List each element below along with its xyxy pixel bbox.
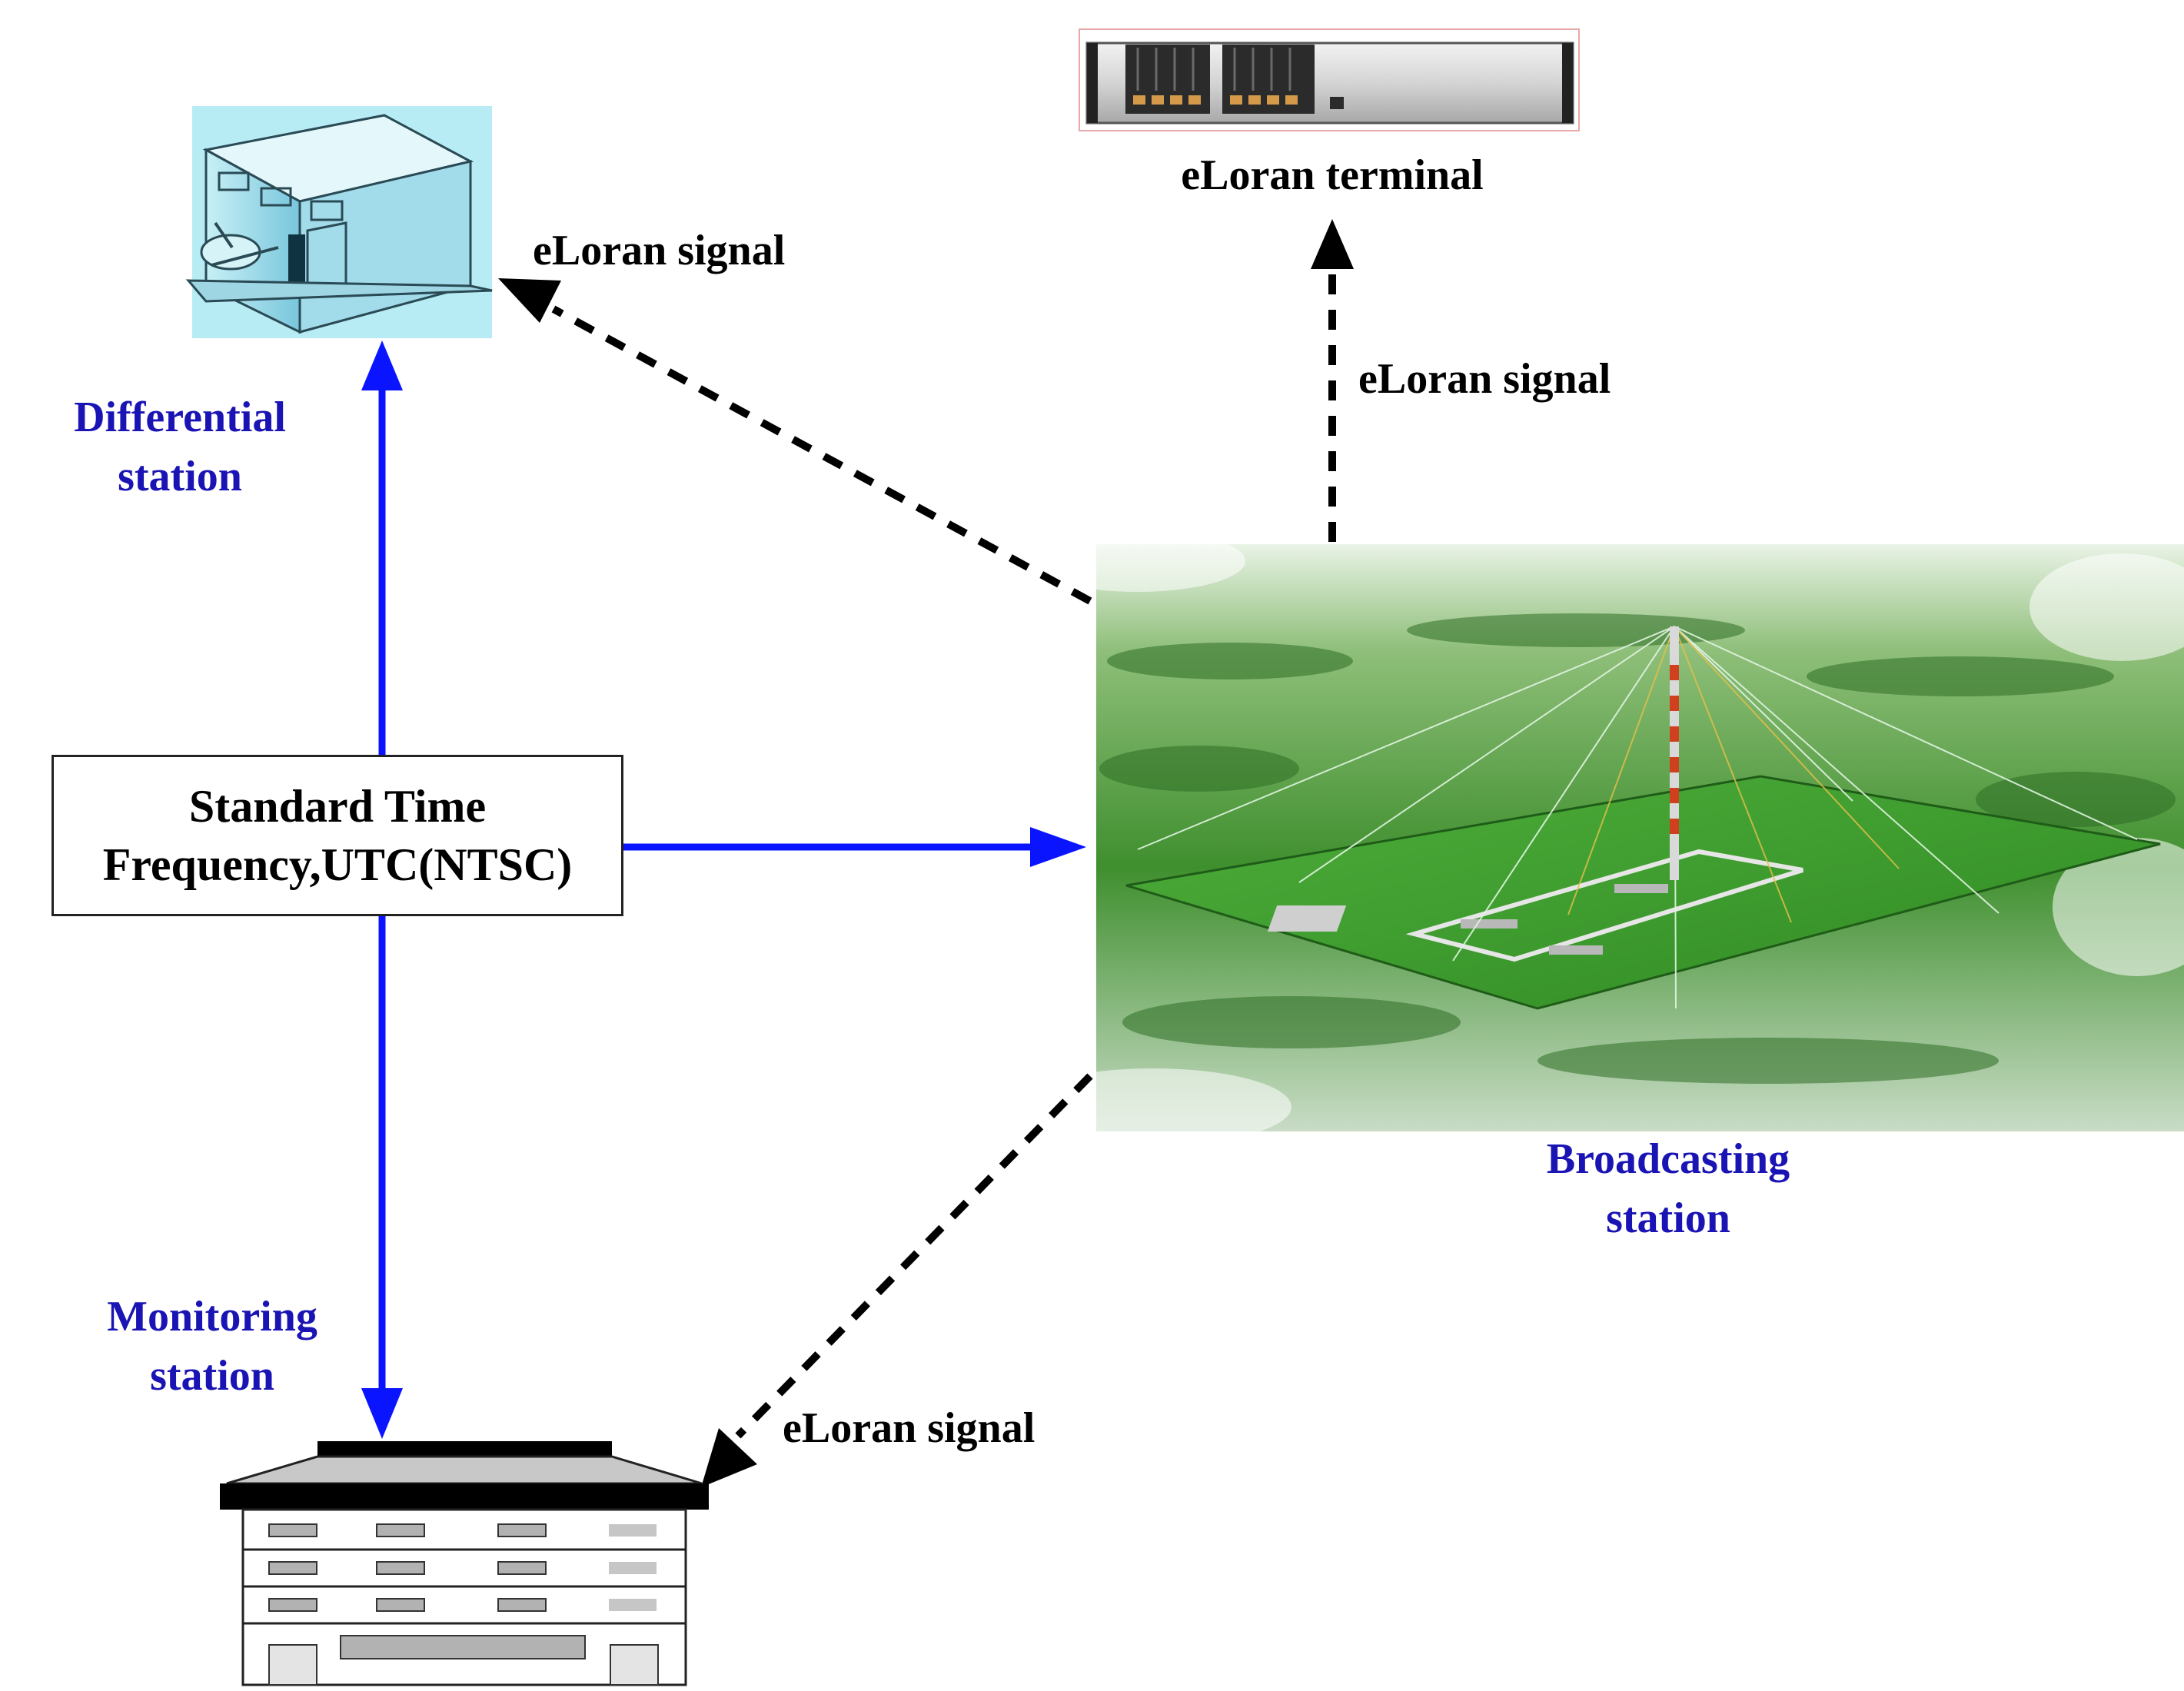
signal-label-monitoring: eLoran signal — [783, 1404, 1035, 1452]
monitoring-station-icon — [220, 1441, 709, 1686]
arrowhead-up — [361, 341, 403, 390]
broadcasting-station-label-line1: Broadcasting — [1546, 1135, 1790, 1183]
differential-station-icon — [185, 106, 493, 338]
link-to-differential — [361, 341, 403, 755]
link-to-broadcasting — [623, 827, 1086, 867]
signal-to-differential — [498, 278, 1092, 605]
arrowhead-signal — [1311, 219, 1354, 269]
signal-label-differential: eLoran signal — [533, 227, 786, 274]
broadcasting-station-image — [1015, 530, 2184, 1145]
monitoring-station-label-line1: Monitoring — [107, 1293, 317, 1341]
differential-station-label-line2: station — [118, 453, 242, 500]
eloran-terminal-label: eLoran terminal — [1181, 151, 1484, 199]
monitoring-station-label-line2: station — [150, 1352, 274, 1400]
differential-station-label-line1: Differential — [74, 394, 286, 441]
eloran-terminal-icon — [1079, 28, 1580, 131]
signal-label-terminal: eLoran signal — [1358, 355, 1611, 403]
standard-time-line2: Frequency,UTC(NTSC) — [102, 839, 573, 890]
arrowhead-signal — [498, 278, 561, 323]
arrowhead-right — [1030, 827, 1086, 867]
arrowhead-signal — [701, 1428, 757, 1487]
signal-to-terminal — [1311, 219, 1354, 542]
standard-time-line1: Standard Time — [188, 780, 487, 832]
standard-time-frequency-box: Standard Time Frequency,UTC(NTSC) — [52, 755, 623, 916]
signal-to-monitoring — [701, 1073, 1093, 1487]
link-to-monitoring — [361, 916, 403, 1439]
arrowhead-down — [361, 1388, 403, 1439]
broadcasting-station-label-line2: station — [1606, 1194, 1730, 1242]
